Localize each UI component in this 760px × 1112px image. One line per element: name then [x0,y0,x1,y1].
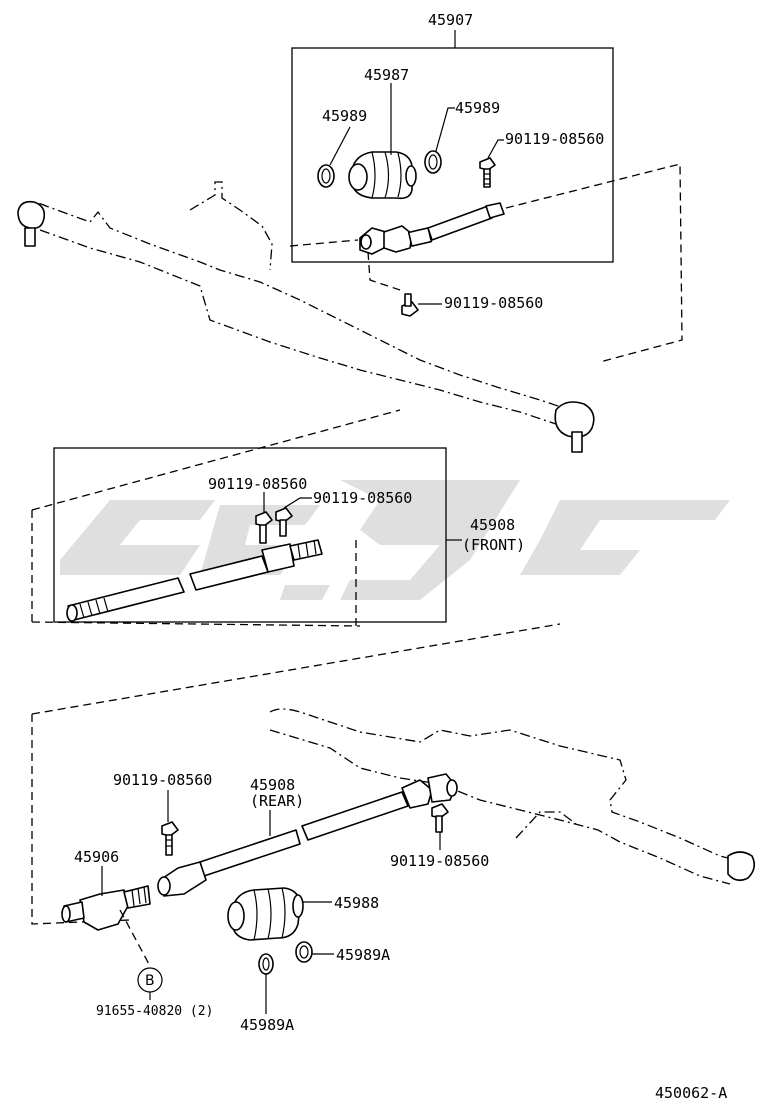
box-45908-front [53,447,447,623]
clamp-45989-right [424,150,442,174]
label-bolt-box: 90119-08560 [505,130,604,148]
bolt-90119-lower-left [161,821,179,856]
universal-joint-45906 [61,885,151,931]
label-45908-front-text: (FRONT) [462,536,525,554]
label-45908-rear-text: (REAR) [250,792,304,810]
label-45906: 45906 [74,848,119,866]
box-45907 [291,47,614,263]
boot-45988 [227,887,304,941]
figure-code: 450062-A [655,1084,727,1102]
clamp-45989A-right [295,941,313,963]
intermediate-shaft-front [66,539,323,622]
bolt-90119-rack [401,293,419,317]
label-bolt-lower-right: 90119-08560 [390,852,489,870]
steering-rack-upper-outline [17,181,595,453]
assembly-45908-front [31,409,462,627]
label-45987: 45987 [364,66,409,84]
clamp-45989-left [317,164,335,188]
bolt-90119-box [479,157,496,188]
intermediate-shaft-rear [157,773,458,897]
label-45908-front-number: 45908 [470,516,515,534]
clamp-45989A-bottom [258,953,274,975]
label-bolt-rack: 90119-08560 [444,294,543,312]
label-45988: 45988 [334,894,379,912]
bolt-90119-front-left [255,511,273,544]
label-91655: 91655-40820 (2) [96,1004,213,1019]
intermediate-shaft-upper [359,202,505,255]
label-bolt-mid-left: 90119-08560 [208,475,307,493]
label-45989A-right: 45989A [336,946,390,964]
label-bolt-mid-right: 90119-08560 [313,489,412,507]
label-bolt-lower-left: 90119-08560 [113,771,212,789]
label-45908-rear-number: 45908 [250,776,295,794]
assembly-45907 [291,30,614,263]
label-45989-left: 45989 [322,107,367,125]
label-45907: 45907 [428,11,473,29]
label-ref-B: B [145,973,155,989]
boot-45987 [348,151,417,200]
label-45989A-bottom: 45989A [240,1016,294,1034]
bolt-90119-front-right [275,507,293,537]
assembly-lower [31,623,756,1014]
bolt-90119-lower-right [431,803,449,833]
label-45989-right: 45989 [455,99,500,117]
